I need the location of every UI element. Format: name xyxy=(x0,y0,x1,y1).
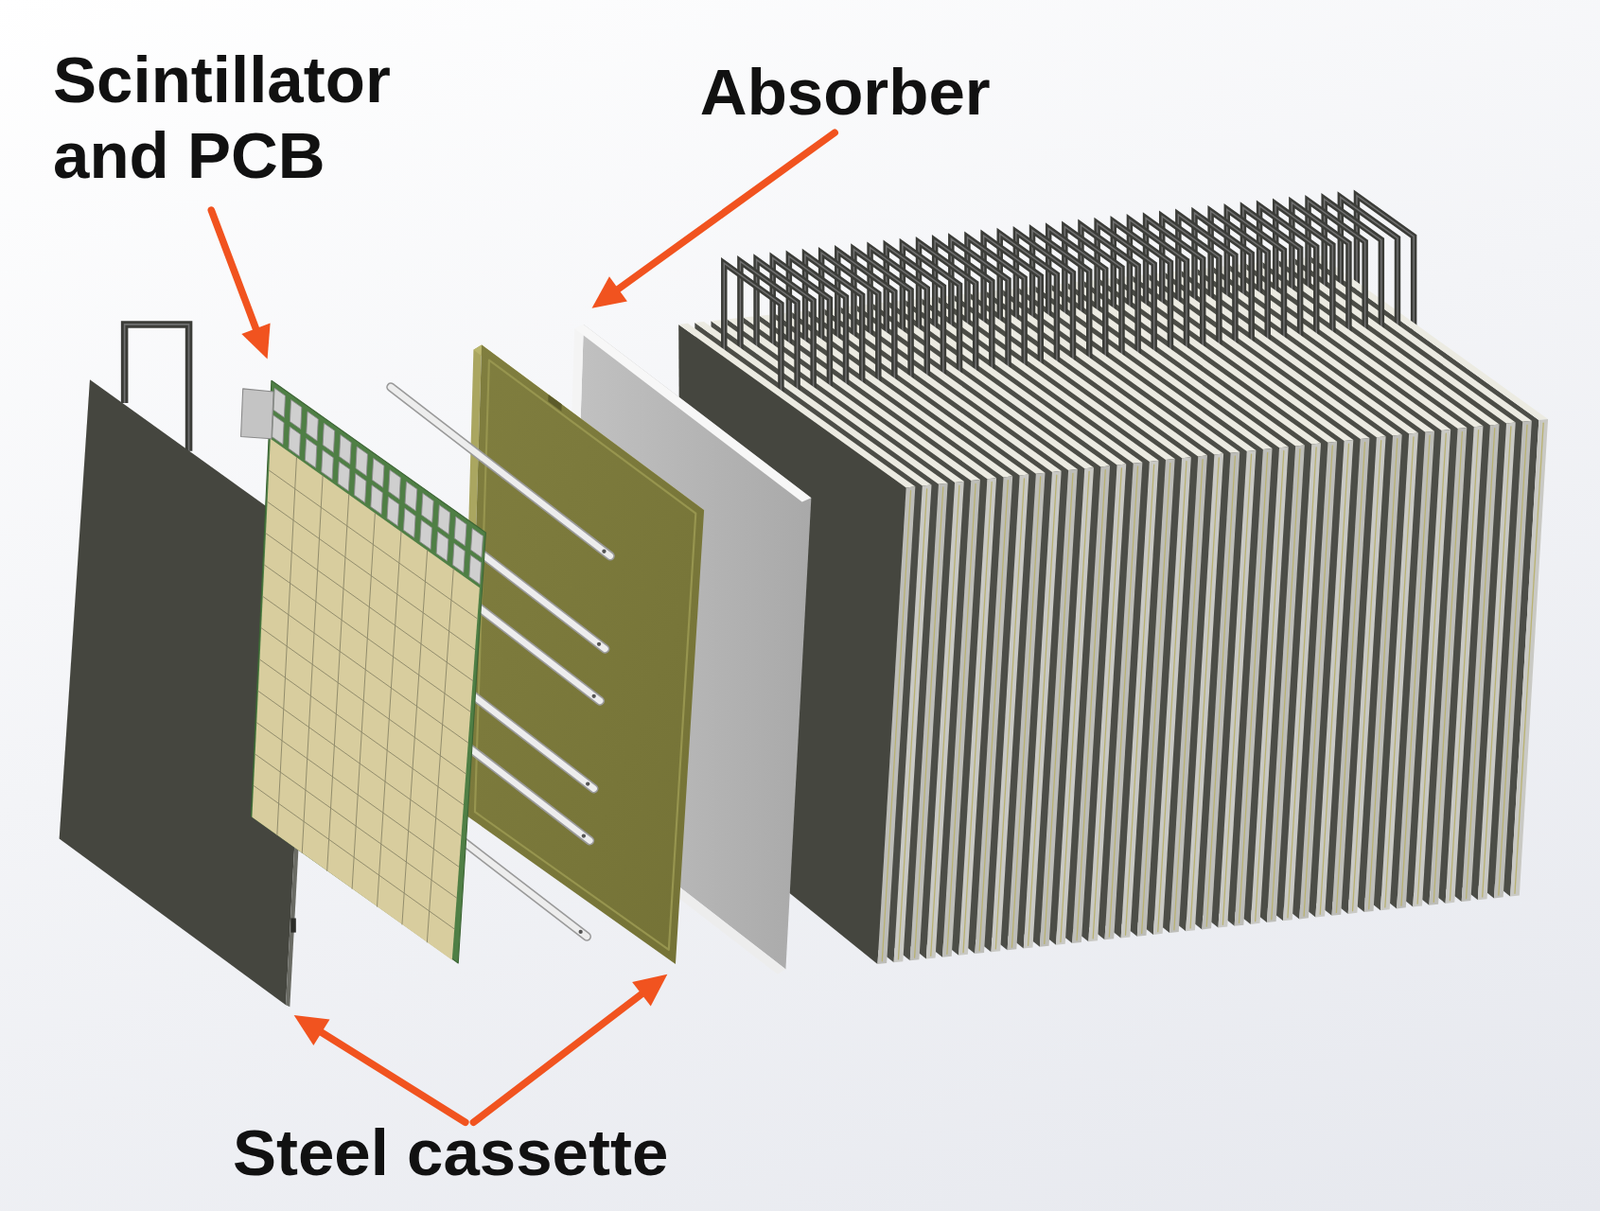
readout-chip xyxy=(471,527,484,558)
part-label: Scintillator and PCB xyxy=(52,41,452,194)
readout-chip xyxy=(454,516,467,546)
readout-chip xyxy=(339,435,352,465)
callout-arrowhead xyxy=(592,276,628,308)
readout-chip xyxy=(404,481,418,511)
readout-chip xyxy=(306,411,319,441)
readout-chip xyxy=(469,555,482,585)
readout-chip xyxy=(421,492,435,523)
callout-arrowhead xyxy=(294,1015,331,1046)
readout-chip xyxy=(322,422,335,453)
tile-gap xyxy=(267,501,475,650)
readout-chip xyxy=(371,457,385,488)
tile-gap xyxy=(260,659,464,806)
readout-chip xyxy=(403,508,416,538)
rail-hole xyxy=(592,694,597,699)
callout-arrow xyxy=(210,210,258,333)
readout-chip xyxy=(388,470,402,500)
readout-chip xyxy=(273,387,285,418)
readout-chip xyxy=(241,388,275,440)
readout-chip xyxy=(453,543,466,573)
rail-hole xyxy=(585,781,590,786)
layer-pcb-line xyxy=(881,491,911,962)
spacer-rail-outline xyxy=(390,386,611,557)
readout-chip xyxy=(337,461,351,492)
readout-chip xyxy=(304,438,317,468)
tile-gap xyxy=(268,470,477,619)
cassette-notch xyxy=(547,394,562,412)
readout-chip xyxy=(288,426,300,457)
spacer-rail xyxy=(390,386,611,557)
rail-hole xyxy=(601,549,606,554)
illustration-group xyxy=(59,132,1548,1123)
scintillator-tiles xyxy=(251,439,479,961)
readout-chip xyxy=(289,400,301,430)
tile-gap xyxy=(256,722,459,868)
layer-stack xyxy=(678,195,1548,965)
callout-arrows xyxy=(210,132,835,1123)
cassette-tab xyxy=(290,918,296,933)
cassette-rim xyxy=(474,360,696,950)
readout-chip xyxy=(355,446,369,476)
pcb-board xyxy=(241,380,487,964)
part-label: Absorber xyxy=(700,53,1048,130)
tile-gap xyxy=(263,564,471,712)
tile-gap xyxy=(263,596,469,743)
part-label: Steel cassette xyxy=(232,1115,723,1192)
readout-chip xyxy=(370,485,384,515)
readout-chip xyxy=(438,505,451,535)
tile-gap xyxy=(255,754,458,898)
readout-chip xyxy=(272,415,284,445)
readout-chip xyxy=(386,496,400,527)
tile-gap xyxy=(253,785,455,930)
tile-gap xyxy=(261,628,466,774)
readout-chip xyxy=(420,520,433,550)
layer-side-edge xyxy=(877,486,915,965)
pcb-face xyxy=(250,380,486,964)
callout-arrow xyxy=(317,1030,466,1123)
rail-hole xyxy=(581,833,586,838)
rail-hole xyxy=(578,930,582,934)
callout-arrow xyxy=(615,132,835,292)
callout-arrowhead xyxy=(241,323,270,360)
readout-chip xyxy=(321,450,335,480)
rail-hole xyxy=(597,642,601,647)
callout-arrowhead xyxy=(632,974,668,1007)
readout-chip xyxy=(353,473,367,503)
callout-arrow xyxy=(473,991,645,1123)
readout-chip xyxy=(436,531,449,562)
tile-gap xyxy=(258,690,462,836)
